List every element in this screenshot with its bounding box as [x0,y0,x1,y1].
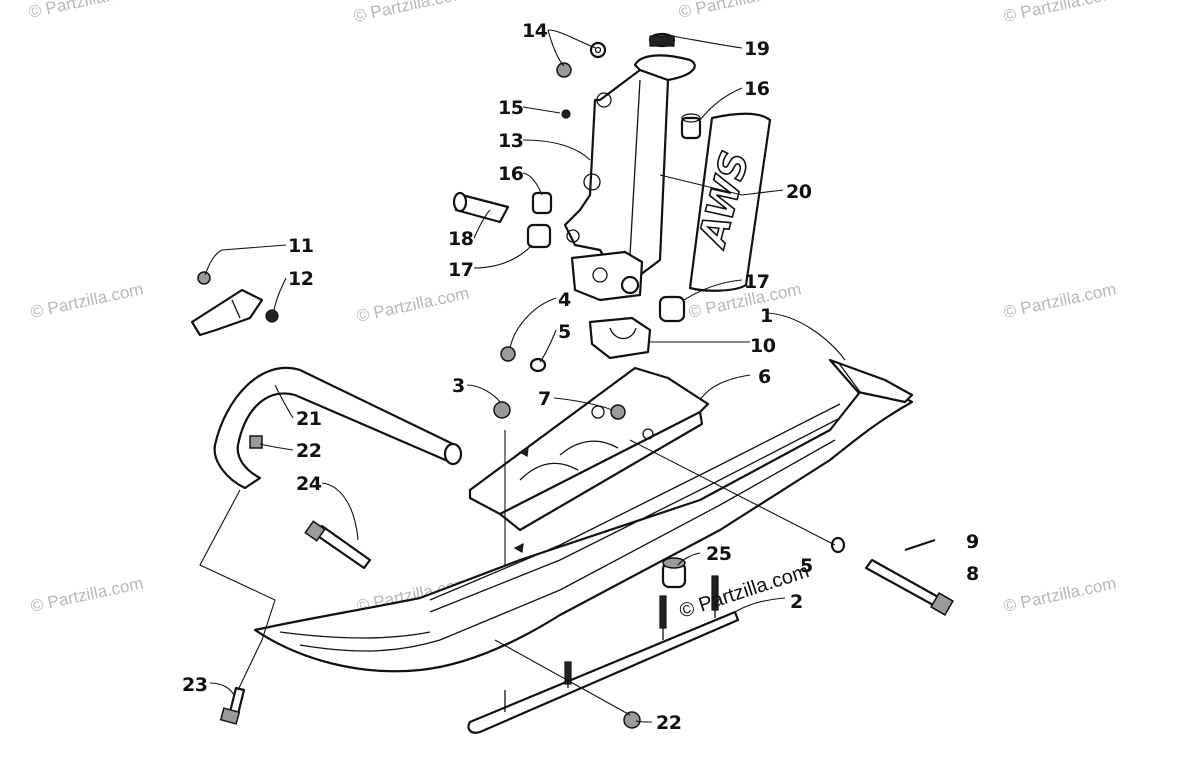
callout-12: 12 [288,268,313,290]
callout-3: 3 [452,375,465,397]
callout-20: 20 [786,181,812,203]
washer-14[interactable] [589,41,607,59]
callout-21: 21 [296,408,321,430]
damper-10[interactable] [588,316,652,360]
callout-24: 24 [296,473,322,495]
bolt-24[interactable] [304,520,372,570]
washer-5-upper[interactable] [529,357,547,373]
callout-13: 13 [498,130,523,152]
callout-16-lower: 16 [498,163,524,185]
bolt-8[interactable] [864,558,954,616]
cotter-pin-9[interactable] [904,539,936,551]
nut-22-lower[interactable] [623,711,641,729]
watermark: © Partzilla.com [29,574,145,616]
bushing-16-upper[interactable] [680,113,702,140]
callout-15: 15 [498,97,523,119]
watermark: © Partzilla.com [352,0,468,26]
callout-25: 25 [706,543,731,565]
wear-bar-part[interactable] [467,575,740,734]
callout-14: 14 [522,20,548,42]
ski-part[interactable] [253,358,914,673]
callout-2: 2 [790,591,803,613]
callout-7: 7 [538,388,551,410]
nut-3[interactable] [493,401,511,419]
watermark: © Partzilla.com [27,0,143,22]
nut-4[interactable] [500,346,516,362]
callout-17-left: 17 [448,259,473,281]
watermark: © Partzilla.com [1002,574,1118,616]
bolt-23[interactable] [219,686,246,725]
callout-9: 9 [966,531,979,553]
faint-watermarks: © Partzilla.com © Partzilla.com © Partzi… [27,0,1118,616]
washer-5-lower[interactable] [830,536,846,554]
callout-4: 4 [558,289,571,311]
watermark: © Partzilla.com [1002,0,1118,26]
callout-8: 8 [966,563,979,585]
callout-5-lower: 5 [800,555,813,577]
ski-saddle-part[interactable] [468,366,710,553]
nut-14[interactable] [556,62,572,78]
ski-loop-part[interactable] [213,366,463,490]
watermark: © Partzilla.com [29,280,145,322]
callout-16-upper: 16 [744,78,770,100]
callout-5-upper: 5 [558,321,571,343]
spindle-part[interactable] [563,32,696,302]
callout-19: 19 [744,38,769,60]
callout-11: 11 [288,235,313,257]
callout-22-upper: 22 [296,440,321,462]
callout-1: 1 [760,305,773,327]
callout-18: 18 [448,228,474,250]
watermark: © Partzilla.com [355,284,471,326]
bushing-17-left[interactable] [526,223,552,249]
spacer-18[interactable] [452,191,510,224]
grease-fitting-15[interactable] [561,109,571,119]
bracket-part[interactable] [190,271,279,337]
bushing-16-lower[interactable] [531,191,553,215]
nut-22-upper[interactable] [249,435,263,449]
callout-22-lower: 22 [656,712,681,734]
callout-17-right: 17 [744,271,769,293]
watermark: © Partzilla.com [677,0,793,22]
callout-10: 10 [750,335,776,357]
decal-part[interactable]: AWS [689,112,772,292]
washer-7[interactable] [610,404,626,420]
callout-23: 23 [182,674,207,696]
callout-6: 6 [758,366,771,388]
watermark: © Partzilla.com [1002,280,1118,322]
damper-25[interactable] [661,557,687,589]
callout-labels: 1 2 3 4 5 5 6 7 8 9 10 11 12 13 14 15 16… [182,20,980,734]
leader-lines [199,29,846,723]
bushing-17-right[interactable] [658,295,686,323]
